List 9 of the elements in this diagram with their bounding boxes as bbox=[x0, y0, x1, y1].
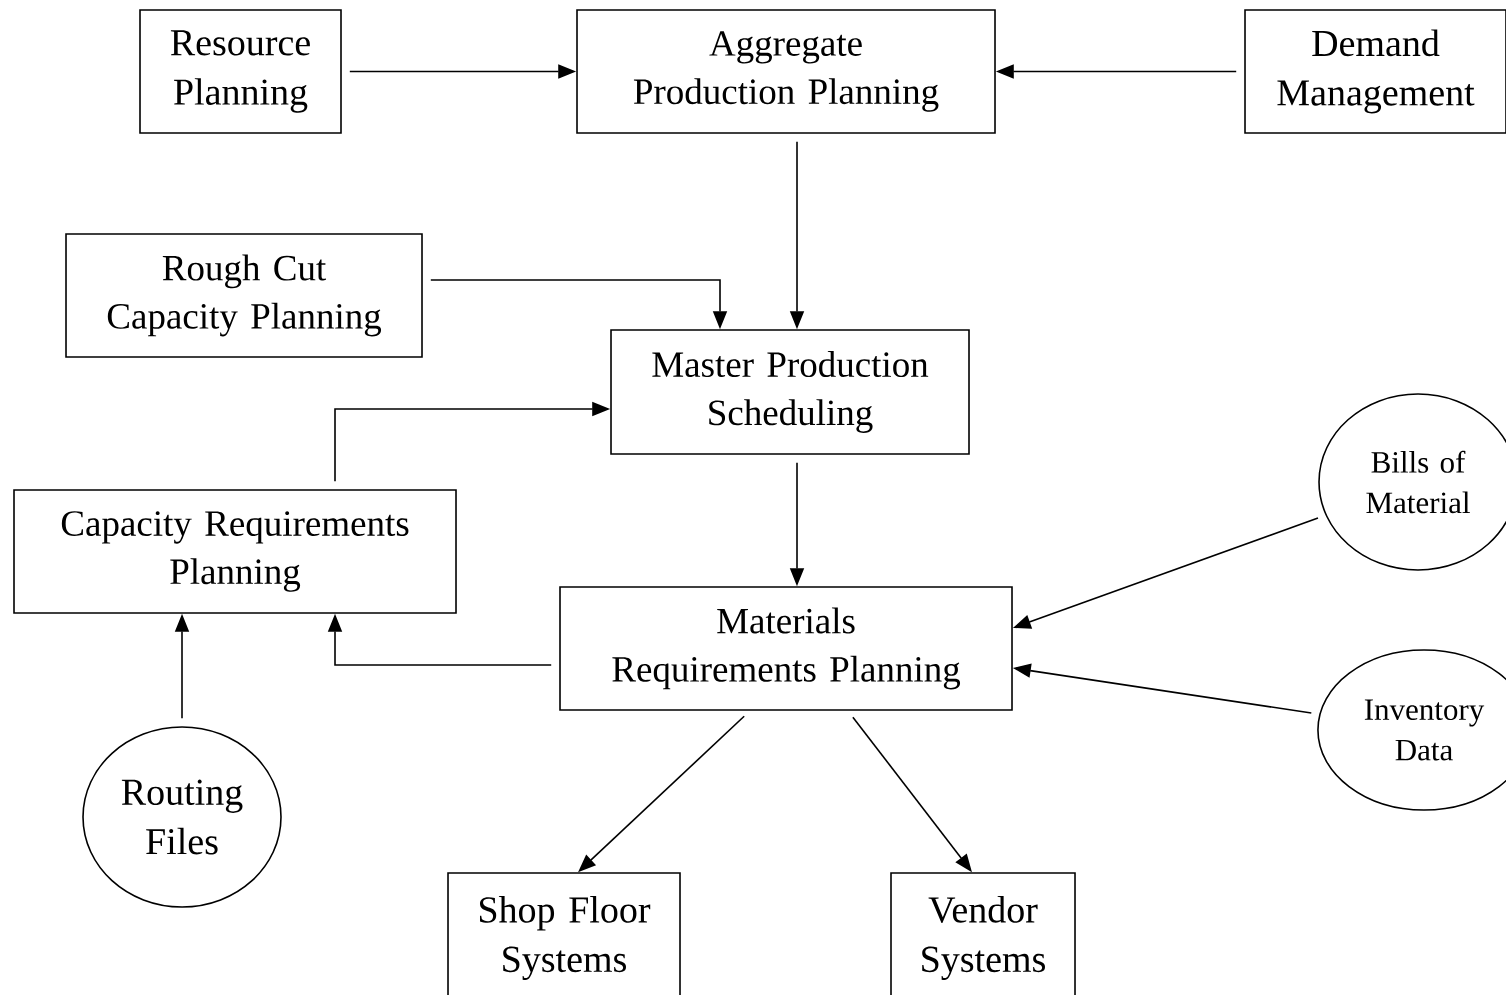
process-box: Shop Floor Systems bbox=[447, 872, 681, 995]
process-box: Rough Cut Capacity Planning bbox=[65, 233, 423, 358]
process-box: Resource Planning bbox=[139, 9, 342, 134]
process-box: Demand Management bbox=[1244, 9, 1506, 134]
process-box: Master Production Scheduling bbox=[610, 329, 970, 455]
process-box: Vendor Systems bbox=[890, 872, 1076, 995]
process-box: Aggregate Production Planning bbox=[576, 9, 996, 134]
process-box: Materials Requirements Planning bbox=[559, 586, 1013, 711]
process-box: Capacity Requirements Planning bbox=[13, 489, 457, 614]
